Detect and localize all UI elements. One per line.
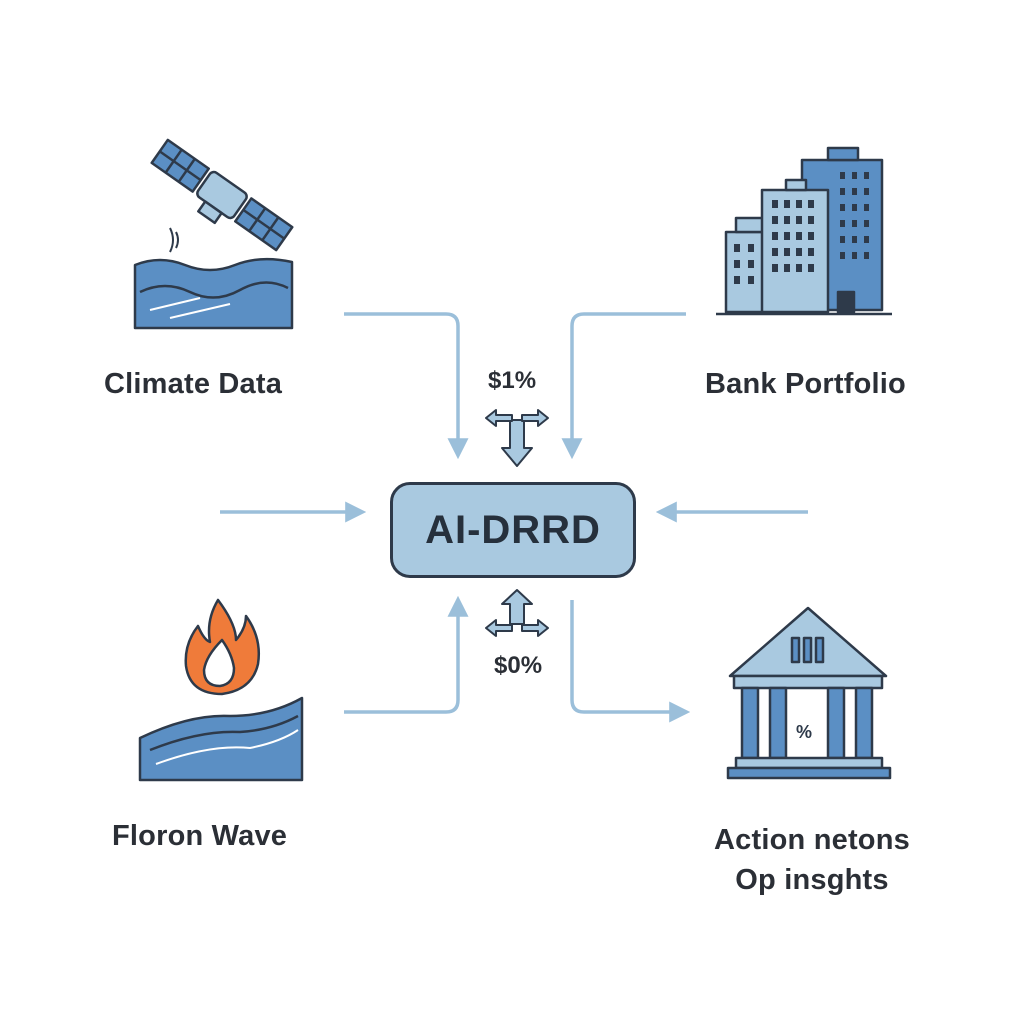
hub-node: AI-DRRD <box>390 482 636 578</box>
fire-wave-icon <box>138 598 304 782</box>
bottom-flow-value: $0% <box>494 652 543 679</box>
buildings-icon <box>716 146 892 316</box>
bank-percent-icon: % <box>726 606 892 780</box>
hub-label: AI-DRRD <box>425 507 601 552</box>
arrow-wave-to-hub <box>344 595 469 714</box>
arrow-bank-to-hub <box>561 312 686 460</box>
action-insights-label: Action netons Op insghts <box>612 820 1012 900</box>
action-insights-line1: Action netons <box>714 824 910 856</box>
arrow-hub-to-action <box>570 600 691 723</box>
connectors <box>220 312 808 723</box>
bottom-flow-arrows-icon <box>485 589 549 637</box>
top-flow-arrows-icon <box>485 409 549 467</box>
climate-data-label: Climate Data <box>104 368 283 400</box>
bank-portfolio-label: Bank Portfolio <box>705 368 906 400</box>
top-flow-value: $1% <box>488 367 537 394</box>
arrow-climate-to-hub <box>344 312 469 460</box>
floron-wave-label: Floron Wave <box>112 820 288 852</box>
satellite-ocean-icon <box>133 138 294 330</box>
svg-text:%: % <box>796 722 812 742</box>
action-insights-line2: Op insghts <box>735 864 889 896</box>
